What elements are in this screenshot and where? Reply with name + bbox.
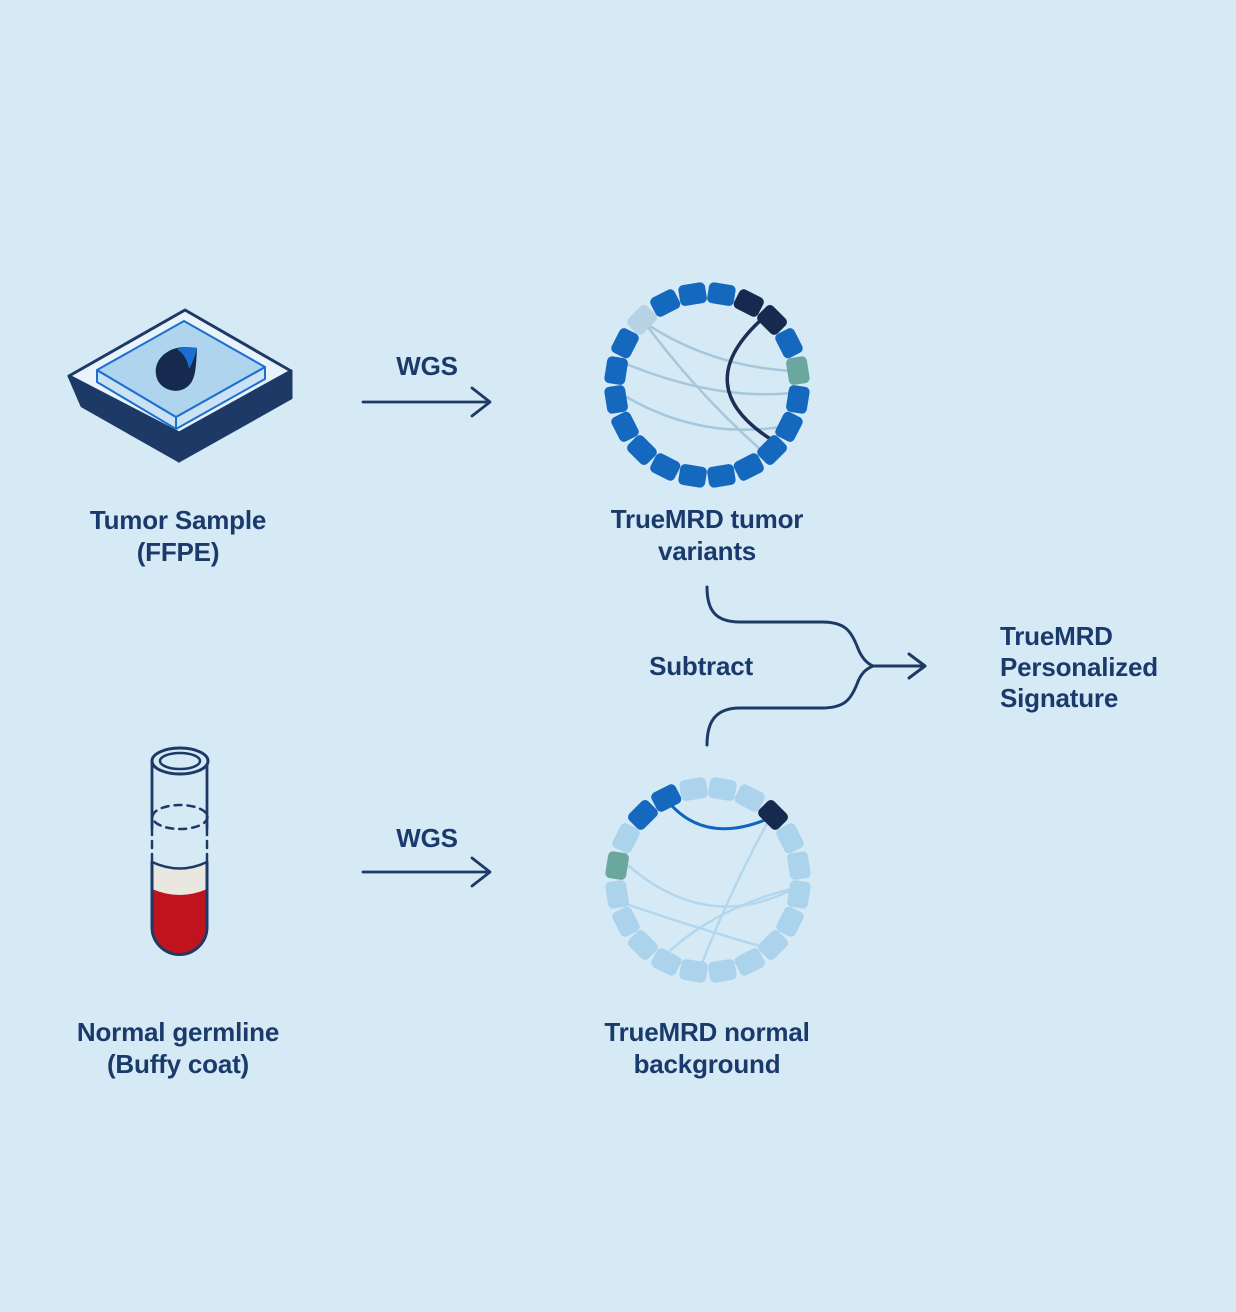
circos-segment [787, 880, 811, 909]
personalized-signature-label: TrueMRD Personalized Signature [1000, 621, 1158, 714]
circos-segment [708, 959, 737, 983]
circos-segment [628, 930, 658, 960]
circos-segment [733, 453, 764, 481]
circos-segment [611, 411, 639, 442]
normal-germline-label-line1: Normal germline [76, 1017, 280, 1047]
brace-bottom-curve [705, 664, 875, 747]
tube-rim-inner [158, 751, 202, 771]
tube-liquid-surface-line [150, 860, 209, 870]
circos-segment [776, 823, 804, 854]
circos-chord [662, 886, 797, 958]
subtract-brace [705, 585, 875, 747]
circos-segment [605, 880, 629, 909]
tumor-variants-label-line1: TrueMRD tumor [610, 504, 804, 534]
circos-chord [725, 315, 777, 444]
circos-segment [786, 385, 810, 414]
tube-buffy-coat-band [152, 861, 207, 895]
circos-segment [707, 464, 736, 488]
signature-label-line3: Signature [1000, 683, 1119, 713]
circos-chord [621, 858, 797, 908]
circos-chord [666, 800, 772, 831]
circos-segment [628, 800, 658, 830]
circos-segment [775, 411, 803, 442]
tumor-sample-label: Tumor Sample (FFPE) [90, 504, 266, 568]
circos-chord [618, 391, 786, 432]
circos-segment [627, 435, 657, 465]
normal-background-label-line1: TrueMRD normal [604, 1017, 810, 1047]
normal-background-label-line2: background [633, 1049, 781, 1079]
arrow-head-icon [907, 652, 927, 680]
circos-segment [775, 328, 803, 359]
test-tube-illustration [150, 746, 210, 956]
circos-segment [650, 453, 681, 481]
arrow-head-icon [470, 856, 492, 888]
circos-tumor-variants [604, 282, 810, 488]
circos-segment [733, 289, 764, 317]
circos-segment [678, 282, 707, 306]
circos-chord [699, 816, 772, 969]
wgs-label-bottom: WGS [396, 823, 458, 853]
signature-arrow [871, 652, 927, 680]
circos-segment [757, 435, 787, 465]
circos-segment [651, 784, 682, 812]
circos-segment [786, 356, 810, 385]
circos-segment [604, 385, 628, 414]
circos-segment [627, 305, 657, 335]
circos-chord [643, 321, 796, 373]
brace-top-curve [705, 585, 875, 668]
tube-dashed-level-ellipse [151, 803, 209, 831]
wgs-arrow-top [361, 386, 492, 418]
tube-blood-fill [152, 889, 207, 955]
circos-segment [679, 777, 708, 801]
circos-chord [621, 901, 766, 949]
circos-segment [757, 305, 787, 335]
tumor-sample-illustration [67, 308, 293, 463]
signature-label-line1: TrueMRD [1000, 621, 1113, 651]
tumor-variants-label: TrueMRD tumor variants [610, 503, 804, 567]
circos-segment [787, 851, 811, 880]
signature-label-line2: Personalized [1000, 652, 1158, 682]
circos-segment [604, 356, 628, 385]
circos-segment [679, 959, 708, 983]
tumor-sample-label-line1: Tumor Sample [89, 505, 267, 535]
circos-segment [612, 906, 640, 937]
circos-chord [643, 321, 765, 454]
tumor-sample-label-line2: (FFPE) [136, 537, 220, 567]
normal-germline-label-line2: (Buffy coat) [106, 1049, 250, 1079]
wgs-arrow-bottom [361, 856, 492, 888]
circos-normal-background [605, 777, 811, 983]
circos-segment [734, 948, 765, 976]
circos-segment [612, 823, 640, 854]
circos-segment [678, 464, 707, 488]
tumor-variants-label-line2: variants [657, 536, 757, 566]
normal-background-label: TrueMRD normal background [604, 1016, 809, 1080]
circos-segment [651, 948, 682, 976]
tissue-drop-highlight [177, 347, 197, 369]
circos-segment [611, 328, 639, 359]
circos-segment [707, 282, 736, 306]
circos-segment [776, 906, 804, 937]
circos-segment [605, 851, 629, 880]
circos-segment [708, 777, 737, 801]
circos-segment [650, 289, 681, 317]
subtract-label: Subtract [649, 651, 753, 681]
circos-chord [620, 360, 796, 396]
normal-germline-label: Normal germline (Buffy coat) [77, 1016, 279, 1080]
tube-lower-outline [150, 860, 209, 956]
wgs-label-top: WGS [396, 351, 458, 381]
circos-segment [734, 784, 765, 812]
circos-segment [758, 800, 788, 830]
arrow-head-icon [470, 386, 492, 418]
circos-segment [758, 930, 788, 960]
